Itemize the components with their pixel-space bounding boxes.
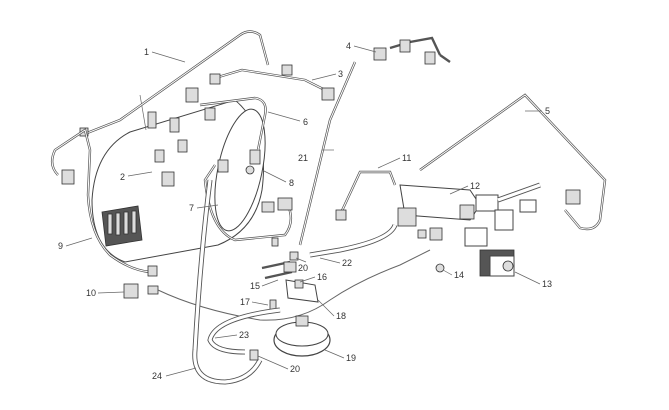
label-23: 23 bbox=[239, 330, 249, 340]
callout-labels: 1 2 3 4 5 6 7 8 9 10 11 12 13 14 15 16 1… bbox=[58, 41, 552, 381]
label-15: 15 bbox=[250, 281, 260, 291]
bracket-18 bbox=[261, 260, 319, 311]
label-10: 10 bbox=[86, 288, 96, 298]
label-8: 8 bbox=[289, 178, 294, 188]
hose-23 bbox=[207, 307, 281, 355]
fitting-20-lower bbox=[249, 349, 259, 361]
pipe-6 bbox=[199, 96, 267, 151]
pipe-3 bbox=[209, 68, 335, 101]
label-11: 11 bbox=[402, 153, 411, 163]
valve-block-12 bbox=[397, 182, 541, 247]
clamp-19 bbox=[273, 315, 331, 357]
pipe-11 bbox=[335, 170, 397, 221]
label-1: 1 bbox=[144, 47, 149, 57]
label-3: 3 bbox=[338, 69, 343, 79]
label-7: 7 bbox=[189, 203, 194, 213]
label-20-upper: 20 bbox=[298, 263, 308, 273]
label-6: 6 bbox=[303, 117, 308, 127]
label-19: 19 bbox=[346, 353, 356, 363]
label-16: 16 bbox=[317, 272, 327, 282]
boiler-tank bbox=[91, 87, 266, 263]
hose-24 bbox=[192, 179, 263, 385]
label-21: 21 bbox=[298, 153, 308, 163]
label-24: 24 bbox=[152, 371, 162, 381]
label-12: 12 bbox=[470, 181, 480, 191]
solenoid-13 bbox=[479, 249, 515, 277]
label-13: 13 bbox=[542, 279, 552, 289]
label-22: 22 bbox=[342, 258, 352, 268]
leader-lines bbox=[65, 45, 542, 377]
label-17: 17 bbox=[240, 297, 250, 307]
label-9: 9 bbox=[58, 241, 63, 251]
label-20-lower: 20 bbox=[290, 364, 300, 374]
hose-22 bbox=[309, 223, 398, 258]
label-18: 18 bbox=[336, 311, 346, 321]
label-5: 5 bbox=[545, 106, 550, 116]
pipe-5 bbox=[373, 36, 607, 231]
pipe-21 bbox=[298, 61, 357, 246]
label-14: 14 bbox=[454, 270, 464, 280]
label-2: 2 bbox=[120, 172, 125, 182]
heating-element bbox=[101, 205, 143, 247]
part-14 bbox=[435, 263, 445, 273]
fitting-20-upper bbox=[289, 251, 299, 261]
pipe-9 bbox=[50, 128, 158, 277]
label-4: 4 bbox=[346, 41, 351, 51]
